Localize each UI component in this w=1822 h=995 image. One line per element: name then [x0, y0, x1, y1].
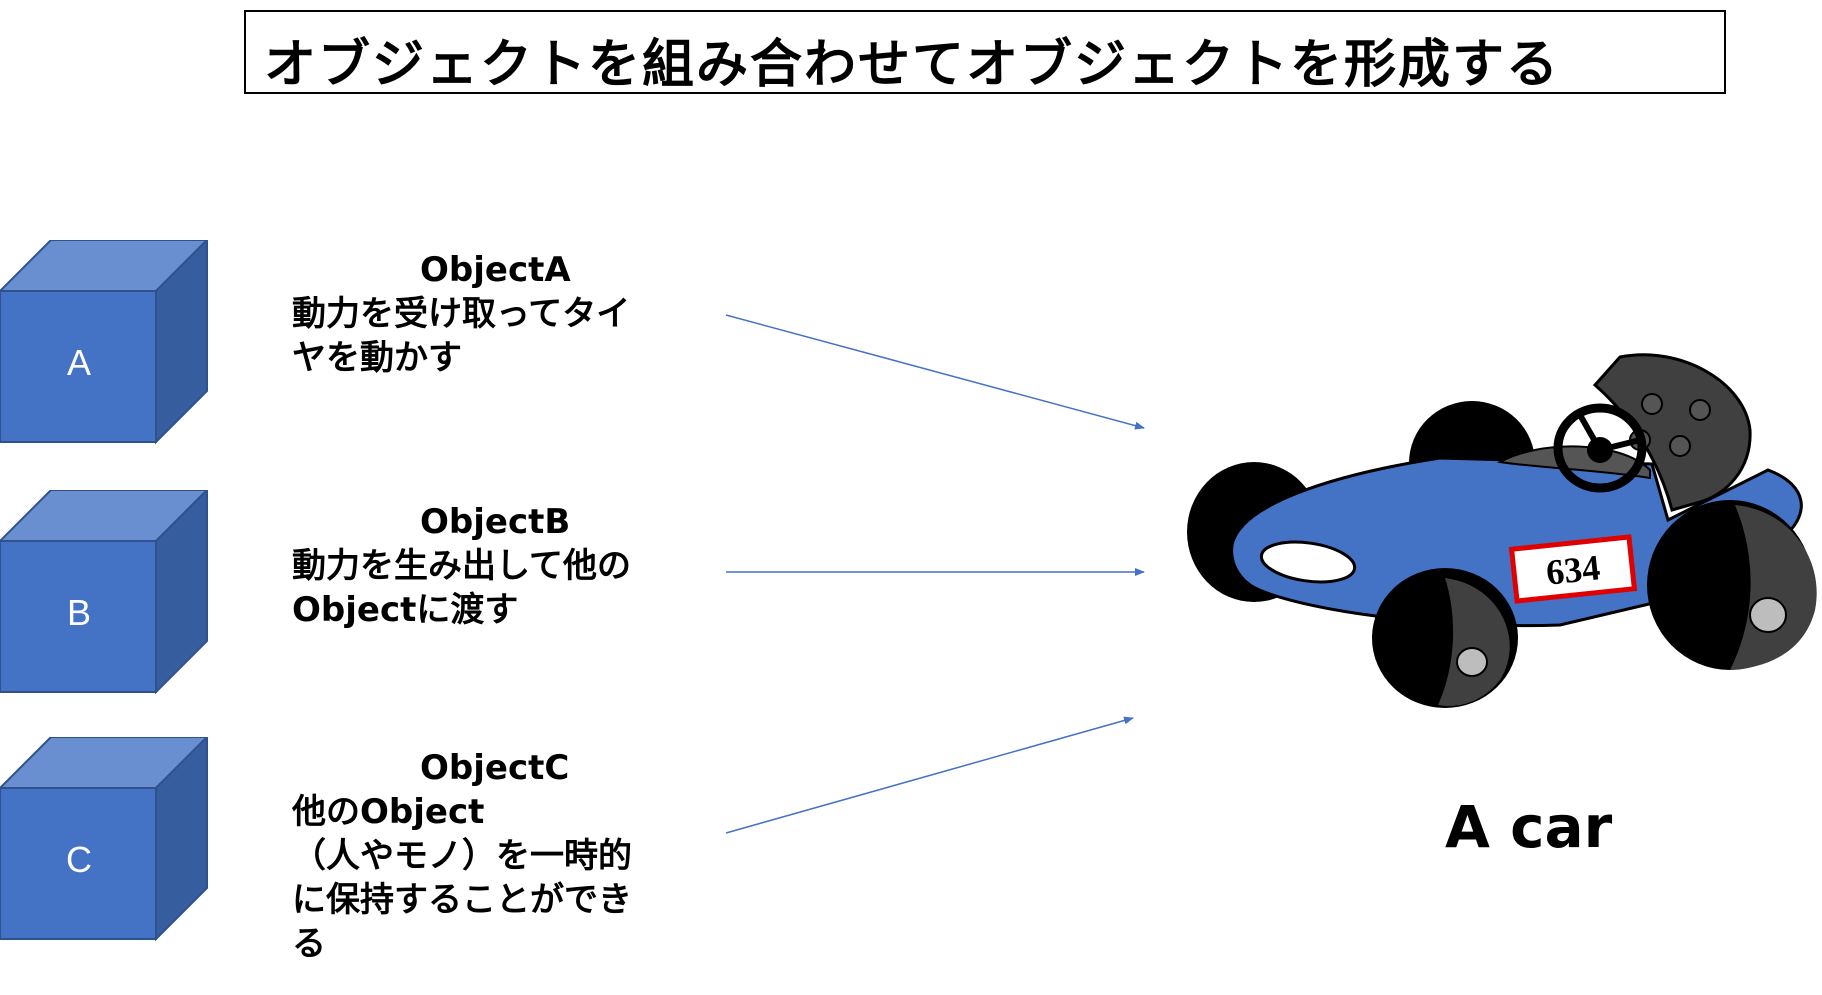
rear-near-wheel — [1647, 500, 1817, 670]
object-c-line-1: 他のObject — [292, 792, 485, 832]
object-b-description: ObjectB 動力を生み出して他の Objectに渡す — [292, 500, 712, 632]
object-a-description: ObjectA 動力を受け取ってタイ ヤを動かす — [292, 248, 712, 380]
car-label: A car — [1445, 793, 1613, 861]
arrow-c — [725, 716, 1134, 834]
title-box: オブジェクトを組み合わせてオブジェクトを形成する — [244, 10, 1726, 95]
cockpit — [1496, 445, 1651, 480]
object-c-description: ObjectC 他のObject （人やモノ）を一時的 に保持することができ る — [292, 746, 712, 966]
cube-c-label: C — [66, 839, 92, 880]
arrow-a — [725, 314, 1145, 430]
diagram-title: オブジェクトを組み合わせてオブジェクトを形成する — [264, 35, 1561, 95]
object-c-line-3: に保持することができ — [292, 880, 632, 920]
cube-c — [0, 737, 209, 942]
air-intake — [1259, 540, 1357, 584]
object-b-line-1: 動力を生み出して他の — [292, 546, 631, 586]
object-c-line-4: る — [292, 924, 326, 964]
car-number: 634 — [1544, 547, 1602, 592]
cube-a-label: A — [66, 342, 91, 383]
object-a-line-1: 動力を受け取ってタイ — [292, 294, 631, 334]
object-c-name: ObjectC — [420, 748, 570, 788]
steering-wheel — [1553, 403, 1647, 493]
object-b-line-2: Objectに渡す — [292, 590, 519, 630]
object-c-line-2: （人やモノ）を一時的 — [292, 836, 632, 876]
object-a-name: ObjectA — [420, 250, 571, 290]
cube-a — [0, 240, 209, 445]
object-a-line-2: ヤを動かす — [292, 338, 462, 378]
number-plate — [1508, 534, 1638, 604]
front-near-wheel — [1372, 568, 1518, 708]
cube-b — [0, 490, 209, 695]
cube-b-label: B — [66, 592, 91, 633]
object-b-name: ObjectB — [420, 502, 571, 542]
